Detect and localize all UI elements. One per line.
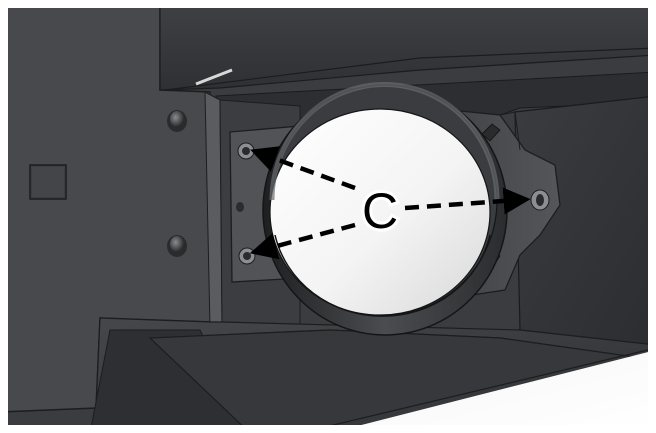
leader-line-upper-left [250,146,356,191]
left-plate-hole-upper [237,142,255,160]
leader-line-lower-left [249,222,356,260]
right-bracket-edge [499,111,521,151]
top-panel-edge [164,47,656,91]
bottom-edge [299,347,656,433]
bottom-right-light [330,350,656,433]
bolt-lower [167,235,187,257]
margin-left [0,0,8,433]
left-plate-hole-middle [236,202,244,212]
bolt-upper [167,110,187,132]
duct-ring [262,82,508,336]
margin-right [648,0,656,433]
top-panel [159,0,656,91]
highlight-edge [195,68,233,86]
margin-top [0,0,656,8]
callout-leaders [249,146,531,260]
right-bracket-hole [530,189,550,211]
duct-bore [269,108,491,316]
callout-label: C [362,183,398,239]
margin-bottom [0,425,656,433]
right-bracket-slot-upper [481,123,501,142]
leader-line-right [404,187,531,215]
left-plate-hole-lower [238,247,256,265]
square-boss-face [32,167,64,197]
